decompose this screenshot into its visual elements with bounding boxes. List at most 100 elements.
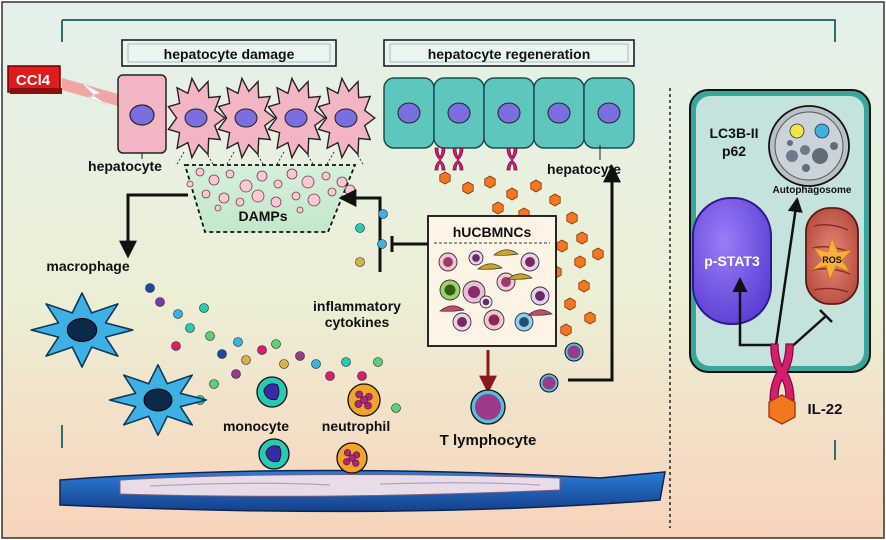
il22-hexagon (574, 255, 586, 269)
hepatocyte-left-label: hepatocyte (88, 158, 162, 174)
damaged-hepatocyte-nucleus (234, 108, 258, 128)
il22-label: IL-22 (807, 401, 842, 418)
neutrophil-lobe (355, 390, 364, 399)
cytokine-dot (341, 357, 351, 367)
cytokine-dot (357, 371, 367, 381)
macrophages (30, 292, 208, 437)
damage-header: hepatocyte damage (164, 46, 295, 62)
ccl4-badge: CCl4 (7, 65, 125, 108)
il22-receptor-large (769, 343, 795, 401)
leak-line (275, 151, 315, 167)
leak-line (225, 151, 265, 167)
arrow-to-macrophage (119, 193, 188, 259)
inhibit-ros (787, 309, 833, 351)
il22-hexagon (576, 231, 588, 245)
ros-label: ROS (822, 255, 842, 265)
cytokine-dot (311, 359, 321, 369)
macrophage-nucleus (143, 388, 173, 412)
inflammatory-label-1: inflammatory (313, 298, 401, 314)
damage-header-inner (127, 43, 331, 63)
mononuclear-cell-nucleus (467, 285, 481, 299)
ros-burst-icon (810, 236, 854, 282)
cytokine-dot (325, 371, 335, 381)
cytokine-dot (355, 257, 365, 267)
neutrophil-lobe (343, 449, 352, 457)
cytokine-dot (279, 359, 289, 369)
damp-particle (307, 193, 321, 207)
mononuclear-cell-nucleus (472, 254, 480, 262)
damp-particle (270, 196, 282, 208)
damp-particle (344, 184, 356, 196)
t-lymphocyte (470, 389, 506, 425)
healthy-hepatocyte-nucleus (447, 102, 471, 124)
frame-bottom (61, 425, 836, 460)
damp-particle (186, 180, 194, 188)
pstat3-label: p-STAT3 (704, 253, 760, 269)
cytokine-dot (231, 369, 241, 379)
neutrophil-lobe (343, 458, 351, 466)
cytokine-dot (173, 309, 183, 319)
damp-particle (225, 169, 235, 179)
inflammatory-label-2: cytokines (325, 314, 390, 330)
monocyte-label: monocyte (223, 418, 289, 434)
hucbmncs-cells (438, 249, 553, 332)
cytokine-dot (171, 341, 181, 351)
mononuclear-cell-nucleus (525, 257, 535, 267)
il22-hexagon (564, 297, 576, 311)
damp-particle (235, 197, 245, 207)
damaged-hepatocytes (167, 76, 376, 167)
regeneration-header: hepatocyte regeneration (428, 46, 591, 62)
frame-top (61, 19, 836, 42)
neutrophil-lobe (354, 400, 363, 408)
spindle-cell (439, 305, 465, 312)
damp-particle (336, 176, 348, 188)
cytokine-dot (199, 303, 209, 313)
mononuclear-cell-nucleus (519, 317, 529, 327)
hepatocyte-right-label: hepatocyte (547, 161, 621, 177)
cytokine-dot (185, 323, 195, 333)
cytokine-dot (378, 209, 388, 219)
damaged-hepatocyte-nucleus (284, 108, 308, 128)
il22-hexagon (462, 181, 474, 195)
mononuclear-cell-nucleus (444, 284, 456, 296)
t-cell-small-2-nucleus (567, 345, 581, 359)
damps-label: DAMPs (238, 208, 287, 224)
cytokine-dot (257, 345, 267, 355)
mononuclear-cell-nucleus (443, 257, 453, 267)
damp-particle (327, 187, 337, 197)
cytokine-dot (233, 337, 243, 347)
mitochondrion: ROS (805, 207, 859, 305)
neutrophil-lobe (352, 459, 360, 467)
arrow-to-pstat3 (732, 277, 777, 347)
spindle-cell (507, 273, 533, 280)
receptor-icon (506, 147, 518, 171)
damp-particle (208, 174, 220, 186)
neutrophil-lobe (348, 454, 356, 462)
il22-hexagon (484, 175, 496, 189)
il22-hexagon (439, 171, 451, 185)
regenerating-hepatocytes (383, 77, 635, 149)
cytokine-dot (373, 357, 383, 367)
lc3b-label: LC3B-II (710, 125, 759, 141)
cytokine-dot (205, 331, 215, 341)
leak-line (175, 151, 215, 167)
damp-particle (218, 192, 230, 204)
il22-hexagon (556, 239, 568, 253)
cytokine-dot (209, 379, 219, 389)
hucbmncs-label: hUCBMNCs (453, 224, 532, 240)
damp-particle (195, 167, 205, 177)
il22-hexagon (592, 247, 604, 261)
cytokine-dot (355, 223, 365, 233)
damp-particle (286, 168, 298, 180)
monocyte-nucleus (263, 383, 280, 401)
healthy-hepatocyte-nucleus (497, 102, 521, 124)
t-cell-small-1-nucleus (542, 376, 556, 390)
cytokine-dot (155, 297, 165, 307)
damp-particle (214, 204, 222, 212)
healthy-hepatocyte-nucleus (597, 102, 621, 124)
inhibit-cytokines (390, 236, 428, 252)
mononuclear-cell-nucleus (488, 314, 500, 326)
damp-particle (296, 206, 304, 214)
mononuclear-cell-nucleus (482, 298, 490, 306)
